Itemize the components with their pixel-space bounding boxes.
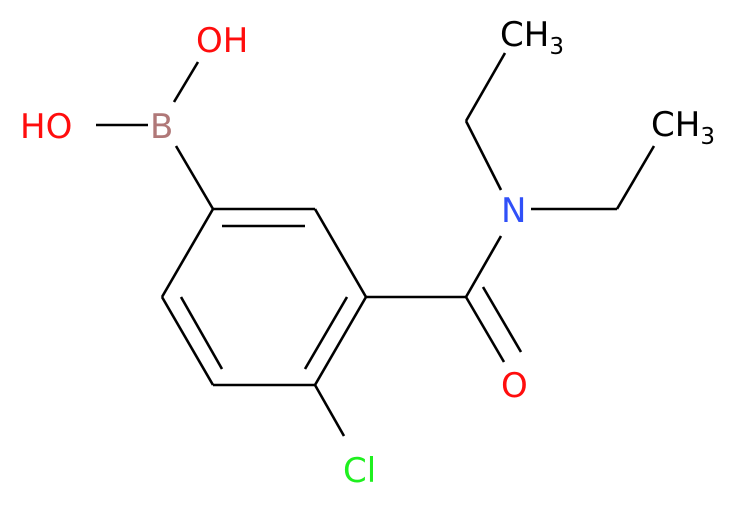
bond-carbonyl-oxygen-a xyxy=(464,296,506,363)
bond-nitrogen-ethyl1 xyxy=(464,120,503,191)
bond-ethyl2-methyl2 xyxy=(615,145,656,210)
bond-ethyl1-methyl1 xyxy=(464,52,507,122)
boron-label: B xyxy=(150,107,173,147)
oh-left-label: HO xyxy=(20,107,72,147)
bond-c3-c4 xyxy=(313,296,368,386)
chlorine-label: Cl xyxy=(343,451,376,491)
bond-c4-chlorine xyxy=(313,384,346,437)
oh-top-label: OH xyxy=(196,21,248,61)
benzene-ring xyxy=(160,207,368,387)
methyl-2-label: CH3 xyxy=(651,105,715,150)
bond-c2-c3 xyxy=(313,208,368,298)
methyl-1-label: CH3 xyxy=(500,15,564,60)
bond-c1-boron xyxy=(174,145,215,210)
oxygen-label: O xyxy=(501,366,528,406)
bond-carbonyl-nitrogen xyxy=(464,235,503,298)
substituent-bonds xyxy=(96,52,656,437)
bond-c5-c6 xyxy=(160,296,215,386)
bond-boron-oh-top xyxy=(172,61,200,103)
aromatic-bond-inner-left xyxy=(179,296,224,370)
atom-labels: OH HO B N O Cl CH3 CH3 xyxy=(20,15,715,491)
nitrogen-label: N xyxy=(501,191,526,231)
aromatic-bond-inner-right xyxy=(303,296,349,370)
bond-carbonyl-oxygen-b xyxy=(481,286,523,353)
bond-c6-c1 xyxy=(160,208,215,298)
